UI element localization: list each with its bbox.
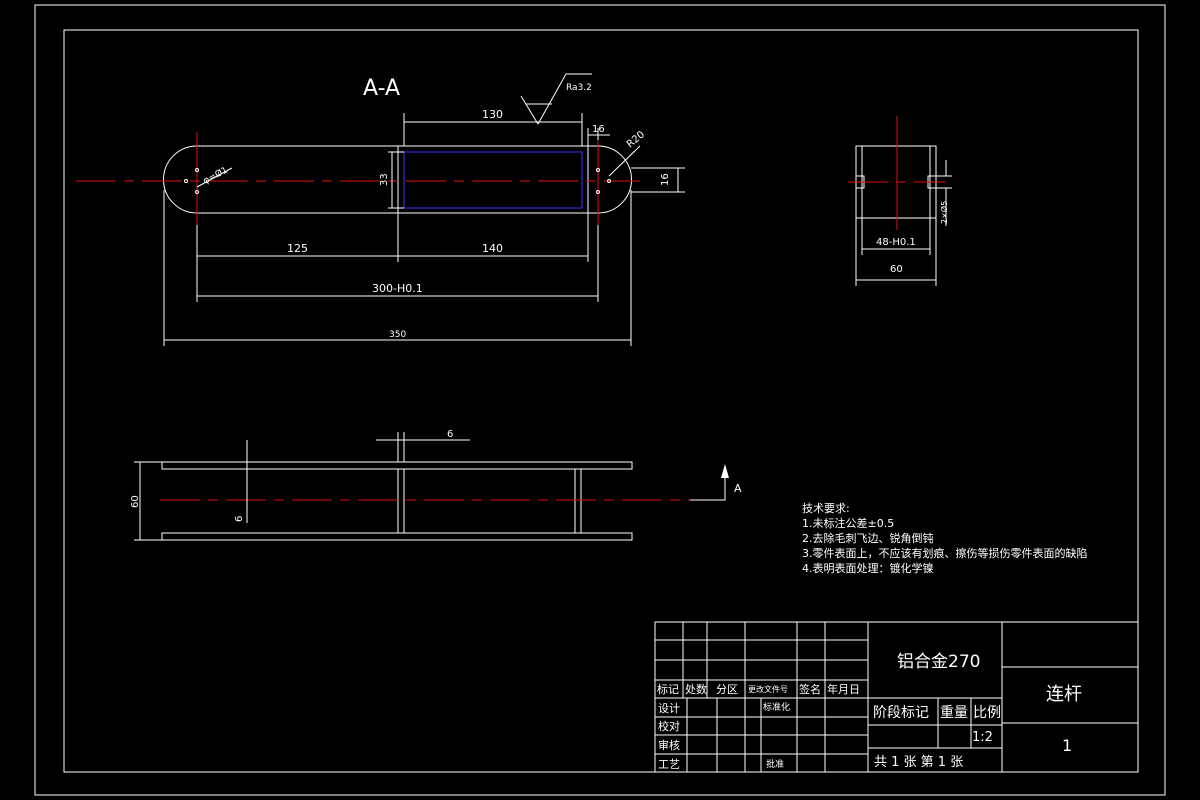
tb-row-review: 审核 [658, 738, 680, 752]
tb-standardization: 标准化 [763, 701, 790, 713]
tb-row-check: 校对 [658, 719, 680, 733]
dim-350: 350 [389, 330, 406, 340]
tb-material: 铝合金270 [897, 652, 980, 672]
dim-300: 300-H0.1 [372, 282, 423, 295]
dim-60-side: 60 [890, 264, 903, 275]
dim-60-front: 60 [130, 495, 141, 508]
dim-48: 48-H0.1 [876, 237, 916, 248]
pocket-inner [403, 151, 583, 209]
section-arrow [690, 478, 726, 501]
tb-header-zone: 分区 [716, 683, 738, 696]
front-view: A 6 60 6 [130, 429, 742, 541]
hole-mark-left [184, 179, 188, 183]
section-title: A-A [363, 76, 400, 101]
tb-drawing-number: 1 [1062, 736, 1072, 755]
dim-140: 140 [482, 242, 503, 255]
tech-requirement-3: 3.零件表面上，不应该有划痕、擦伤等损伤零件表面的缺陷 [802, 546, 1088, 560]
flange-top [161, 461, 633, 470]
flange-bottom [161, 532, 633, 541]
dim-16-right: 16 [660, 173, 671, 186]
dim-125: 125 [287, 242, 308, 255]
tech-requirement-4: 4.表明表面处理：镀化学镍 [802, 561, 934, 575]
tb-header-signature: 签名 [799, 682, 821, 696]
outer-border [34, 4, 1166, 796]
tb-header-date: 年月日 [827, 682, 860, 696]
hole-point-left-top [195, 168, 199, 172]
section-view-a-a: A-A Ra3.2 130 16 R20 φ=Ø1 [76, 73, 685, 346]
tb-part-name: 连杆 [1046, 684, 1082, 705]
tb-header-count: 处数 [685, 683, 707, 696]
tb-weight: 重量 [940, 705, 968, 721]
hole-point-right-top [596, 168, 600, 172]
tb-header-mark: 标记 [657, 682, 679, 696]
section-arrow-head [721, 464, 729, 478]
section-arrow-label: A [734, 482, 742, 495]
tb-row-design: 设计 [658, 702, 680, 715]
dim-16-top: 16 [592, 124, 605, 135]
tb-approve: 批准 [766, 758, 784, 770]
dim-phi: φ=Ø1 [201, 165, 229, 187]
hole-point-right-bottom [596, 190, 600, 194]
roughness-label: Ra3.2 [566, 83, 592, 93]
tb-stage-mark: 阶段标记 [873, 705, 929, 721]
tech-requirements-heading: 技术要求: [802, 502, 850, 515]
hole-point-left-bottom [195, 190, 199, 194]
side-view: 2×Ø5 48-H0.1 60 [848, 116, 952, 286]
tech-requirement-1: 1.未标注公差±0.5 [802, 516, 894, 530]
inner-frame [63, 29, 1139, 773]
dim-2phi5: 2×Ø5 [939, 201, 949, 224]
r20-leader [608, 145, 641, 177]
title-block: 标记 处数 分区 更改文件号 签名 年月日 设计 校对 审核 工艺 标准化 批准… [654, 621, 1139, 773]
tb-sheets: 共 1 张 第 1 张 [874, 755, 963, 770]
roughness-symbol [520, 73, 592, 125]
tb-row-process: 工艺 [658, 758, 680, 771]
dim-6-front: 6 [234, 516, 245, 522]
web-right [574, 468, 582, 534]
phi-leader [196, 167, 233, 188]
title-block-border [654, 621, 1139, 773]
tb-scale-label: 比例 [973, 705, 1001, 721]
dim-6-top: 6 [447, 429, 453, 440]
web-left [397, 468, 405, 534]
hole-mark-right [607, 179, 611, 183]
tb-header-change-doc: 更改文件号 [748, 684, 788, 694]
pocket-outer [397, 145, 589, 214]
dim-r20: R20 [625, 129, 647, 150]
dim-33: 33 [379, 173, 390, 186]
tech-requirements: 技术要求: 1.未标注公差±0.5 2.去除毛刺飞边、锐角倒钝 3.零件表面上，… [802, 502, 1088, 575]
dim-130: 130 [482, 108, 503, 121]
tech-requirement-2: 2.去除毛刺飞边、锐角倒钝 [802, 531, 934, 545]
tb-scale-value: 1:2 [972, 730, 993, 745]
